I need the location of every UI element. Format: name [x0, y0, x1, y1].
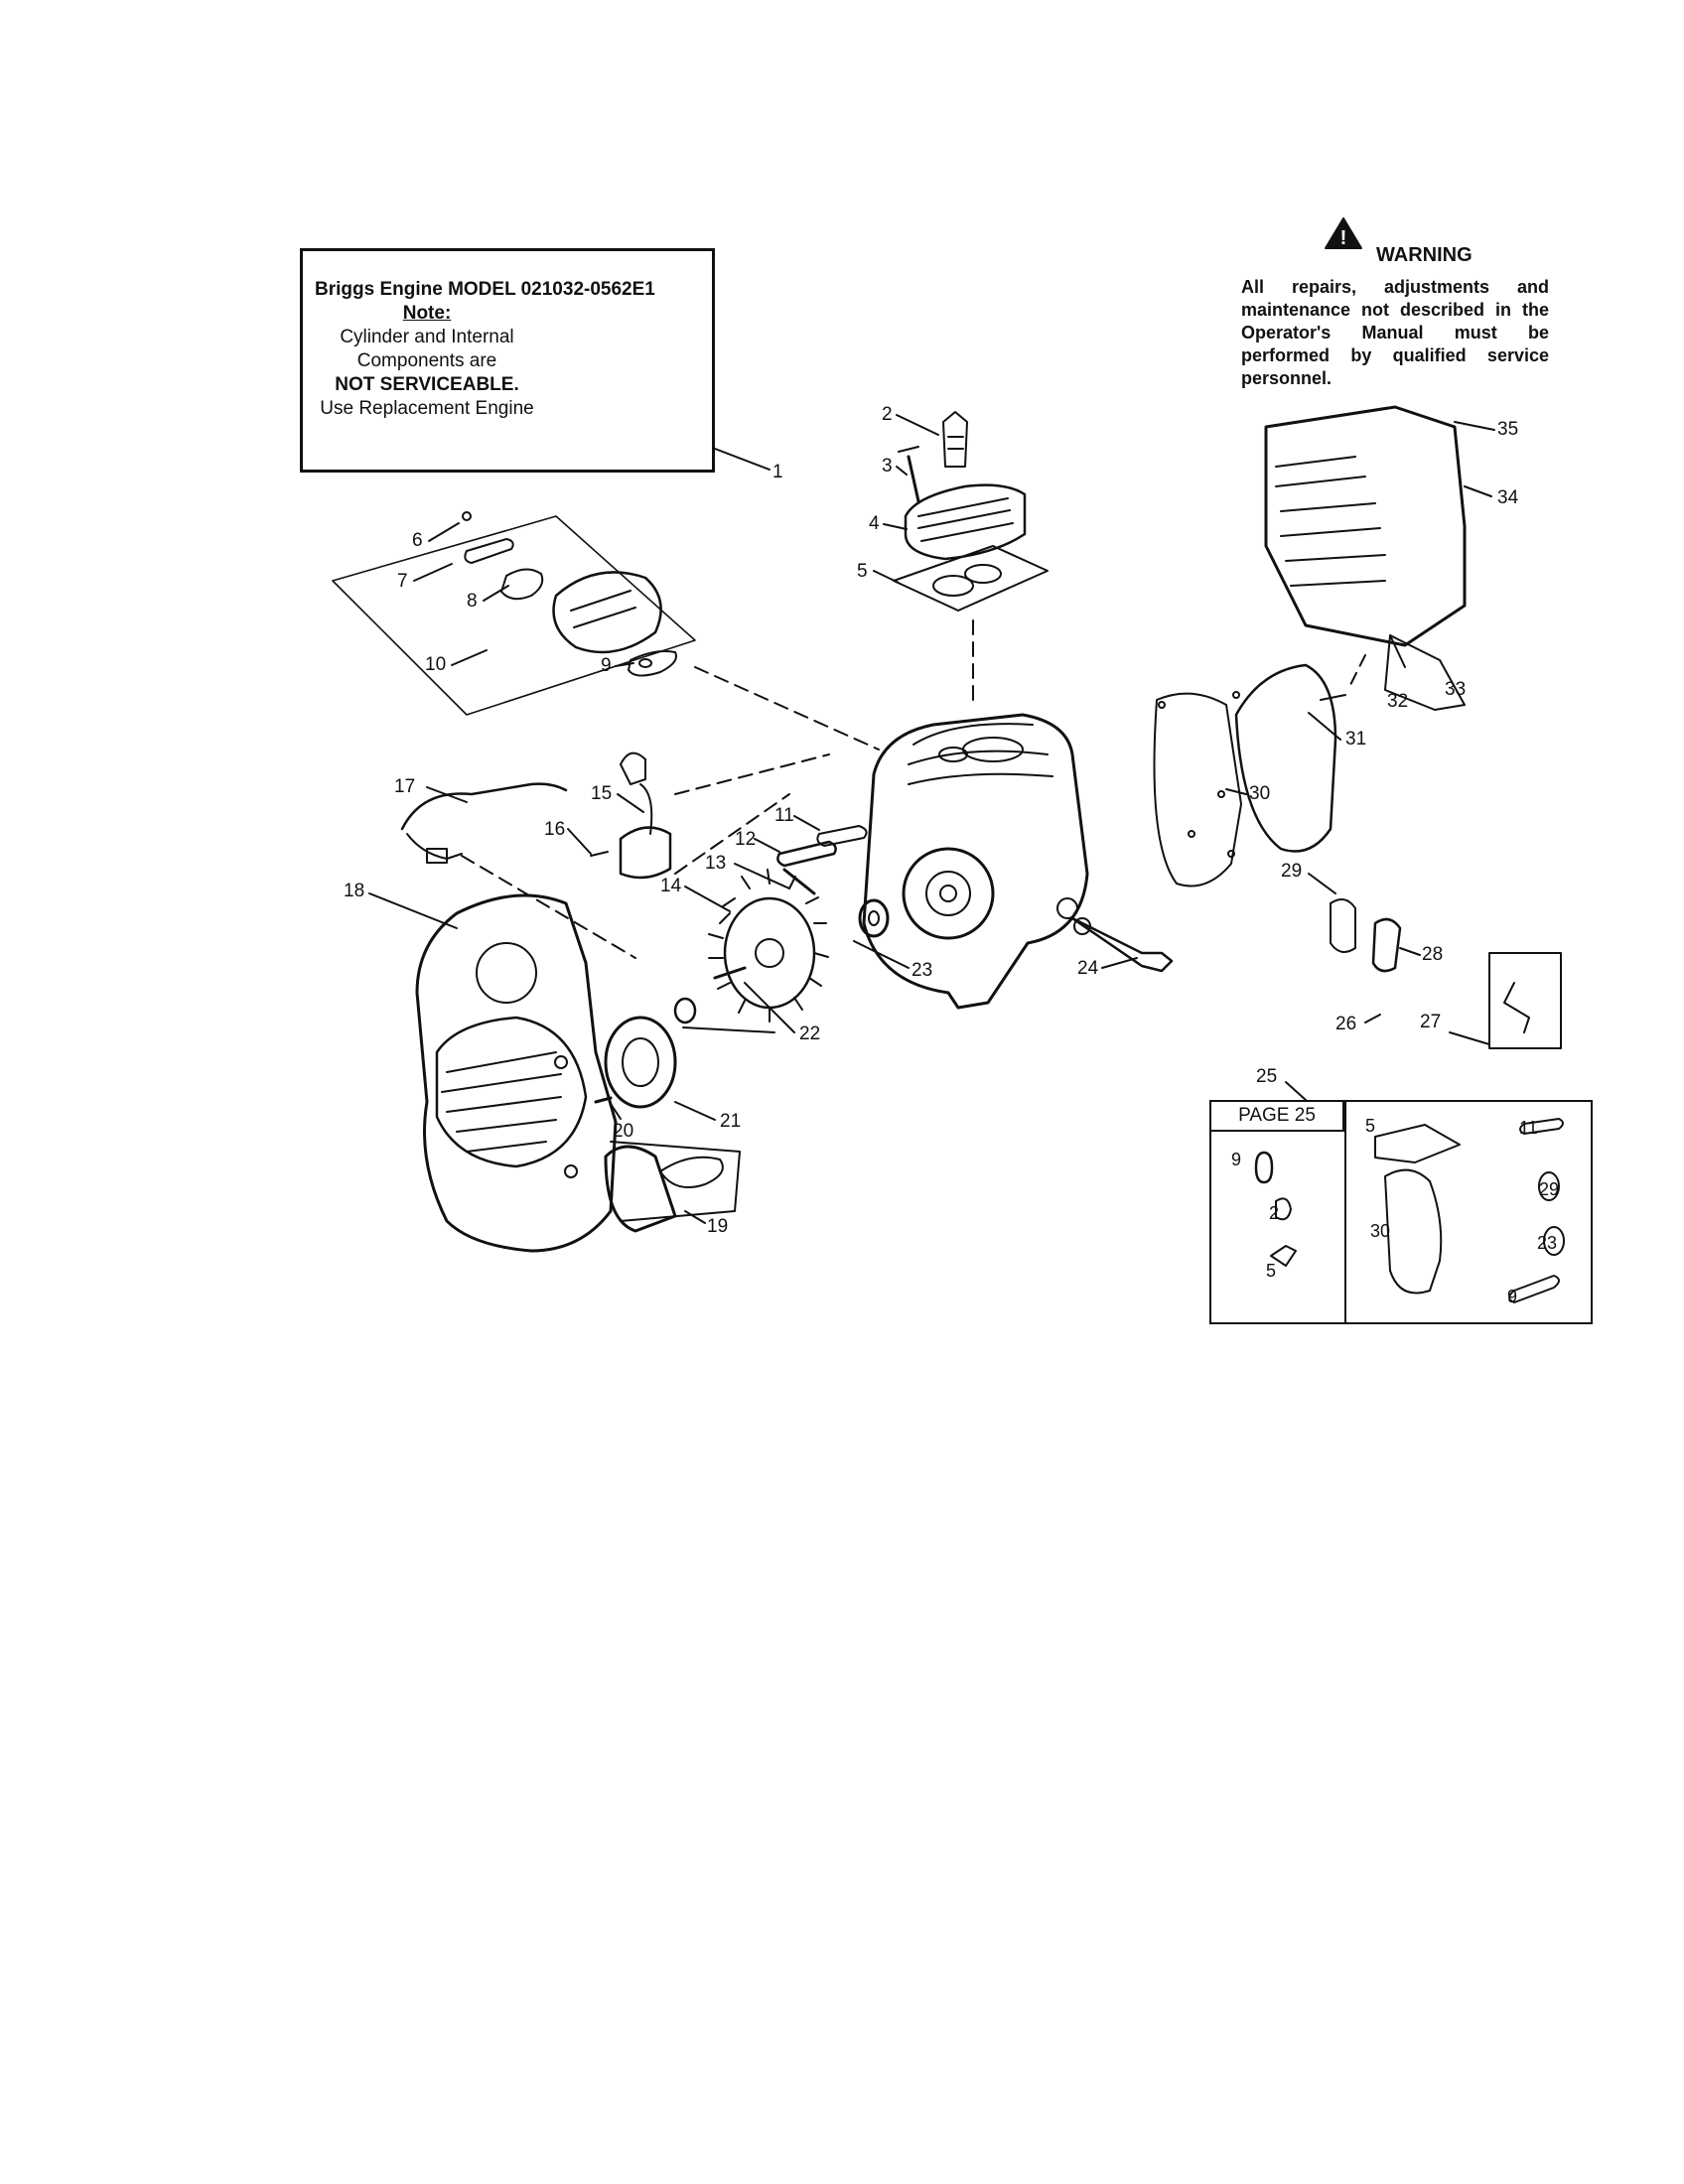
- muffler-group: [332, 511, 696, 716]
- callout-3: 3: [882, 456, 893, 477]
- kit-item-23: 23: [1537, 1233, 1558, 1253]
- callout-19: 19: [707, 1216, 729, 1237]
- engine-model-title: Briggs Engine MODEL 021032-0562E1: [315, 279, 655, 300]
- note-line-1: Cylinder and Internal: [340, 327, 514, 347]
- callout-28: 28: [1422, 944, 1444, 965]
- callout-33: 33: [1445, 679, 1467, 700]
- recoil-starter: [604, 1141, 741, 1233]
- flywheel: [708, 869, 829, 1023]
- callout-27: 27: [1420, 1012, 1442, 1032]
- callout-11: 11: [774, 805, 794, 826]
- svg-text:!: !: [1340, 227, 1347, 249]
- crankcase-assembly: [862, 713, 1089, 1010]
- ignition-coil: [590, 751, 672, 880]
- callout-23: 23: [912, 960, 933, 981]
- note-line-2: Components are: [356, 350, 497, 371]
- callout-21: 21: [720, 1111, 742, 1132]
- fan-housing: [415, 893, 618, 1253]
- callout-17: 17: [394, 776, 416, 797]
- starter-pulley: [594, 997, 697, 1109]
- note-line-3: NOT SERVICEABLE.: [335, 374, 519, 395]
- callout-20: 20: [613, 1121, 634, 1142]
- callout-18: 18: [344, 881, 365, 901]
- kit-item-9-right: 9: [1507, 1287, 1518, 1306]
- callout-29: 29: [1281, 861, 1303, 882]
- callout-1: 1: [772, 462, 783, 482]
- callout-34: 34: [1497, 487, 1519, 508]
- callout-13: 13: [705, 853, 727, 874]
- callout-22: 22: [799, 1024, 821, 1044]
- callout-15: 15: [591, 783, 613, 804]
- callout-2: 2: [882, 404, 893, 425]
- kit-item-9: 9: [1231, 1150, 1242, 1169]
- callout-10: 10: [425, 654, 447, 675]
- callout-14: 14: [660, 876, 682, 896]
- callout-16: 16: [544, 819, 566, 840]
- kit-page-label: PAGE 25: [1211, 1102, 1344, 1132]
- gasket-kit-box: PAGE 25 9 2 5 5 11 29 30 23 9: [1209, 1100, 1593, 1324]
- air-filter-housing: [1264, 405, 1467, 711]
- callout-26: 26: [1335, 1014, 1357, 1034]
- callout-5: 5: [857, 561, 868, 582]
- callout-4: 4: [869, 513, 880, 534]
- callout-30: 30: [1249, 783, 1271, 804]
- callout-6: 6: [412, 530, 423, 551]
- note-heading: Note:: [402, 303, 452, 324]
- kit-item-5: 5: [1266, 1261, 1277, 1281]
- callout-32: 32: [1387, 691, 1409, 712]
- callout-12: 12: [735, 829, 757, 850]
- kit-divider: [1344, 1102, 1346, 1322]
- kit-item-2: 2: [1269, 1203, 1280, 1223]
- kit-item-11: 11: [1519, 1118, 1538, 1138]
- callout-7: 7: [397, 571, 408, 592]
- warning-heading: WARNING: [1376, 244, 1473, 266]
- callout-9: 9: [601, 655, 612, 676]
- engine-model-note-box: Briggs Engine MODEL 021032-0562E1 Note: …: [300, 248, 715, 473]
- warning-text: All repairs, adjustments and maintenance…: [1241, 277, 1549, 388]
- note-line-4: Use Replacement Engine: [320, 398, 534, 419]
- kit-item-5-right: 5: [1365, 1116, 1376, 1136]
- cylinder-head-group: [893, 411, 1049, 612]
- callout-35: 35: [1497, 419, 1519, 440]
- callout-24: 24: [1077, 958, 1099, 979]
- callout-8: 8: [467, 591, 478, 612]
- kit-item-30: 30: [1370, 1221, 1391, 1241]
- kit-item-29: 29: [1539, 1179, 1560, 1199]
- wire-harness: [400, 782, 568, 864]
- callout-31: 31: [1345, 729, 1367, 750]
- callout-25: 25: [1256, 1066, 1278, 1087]
